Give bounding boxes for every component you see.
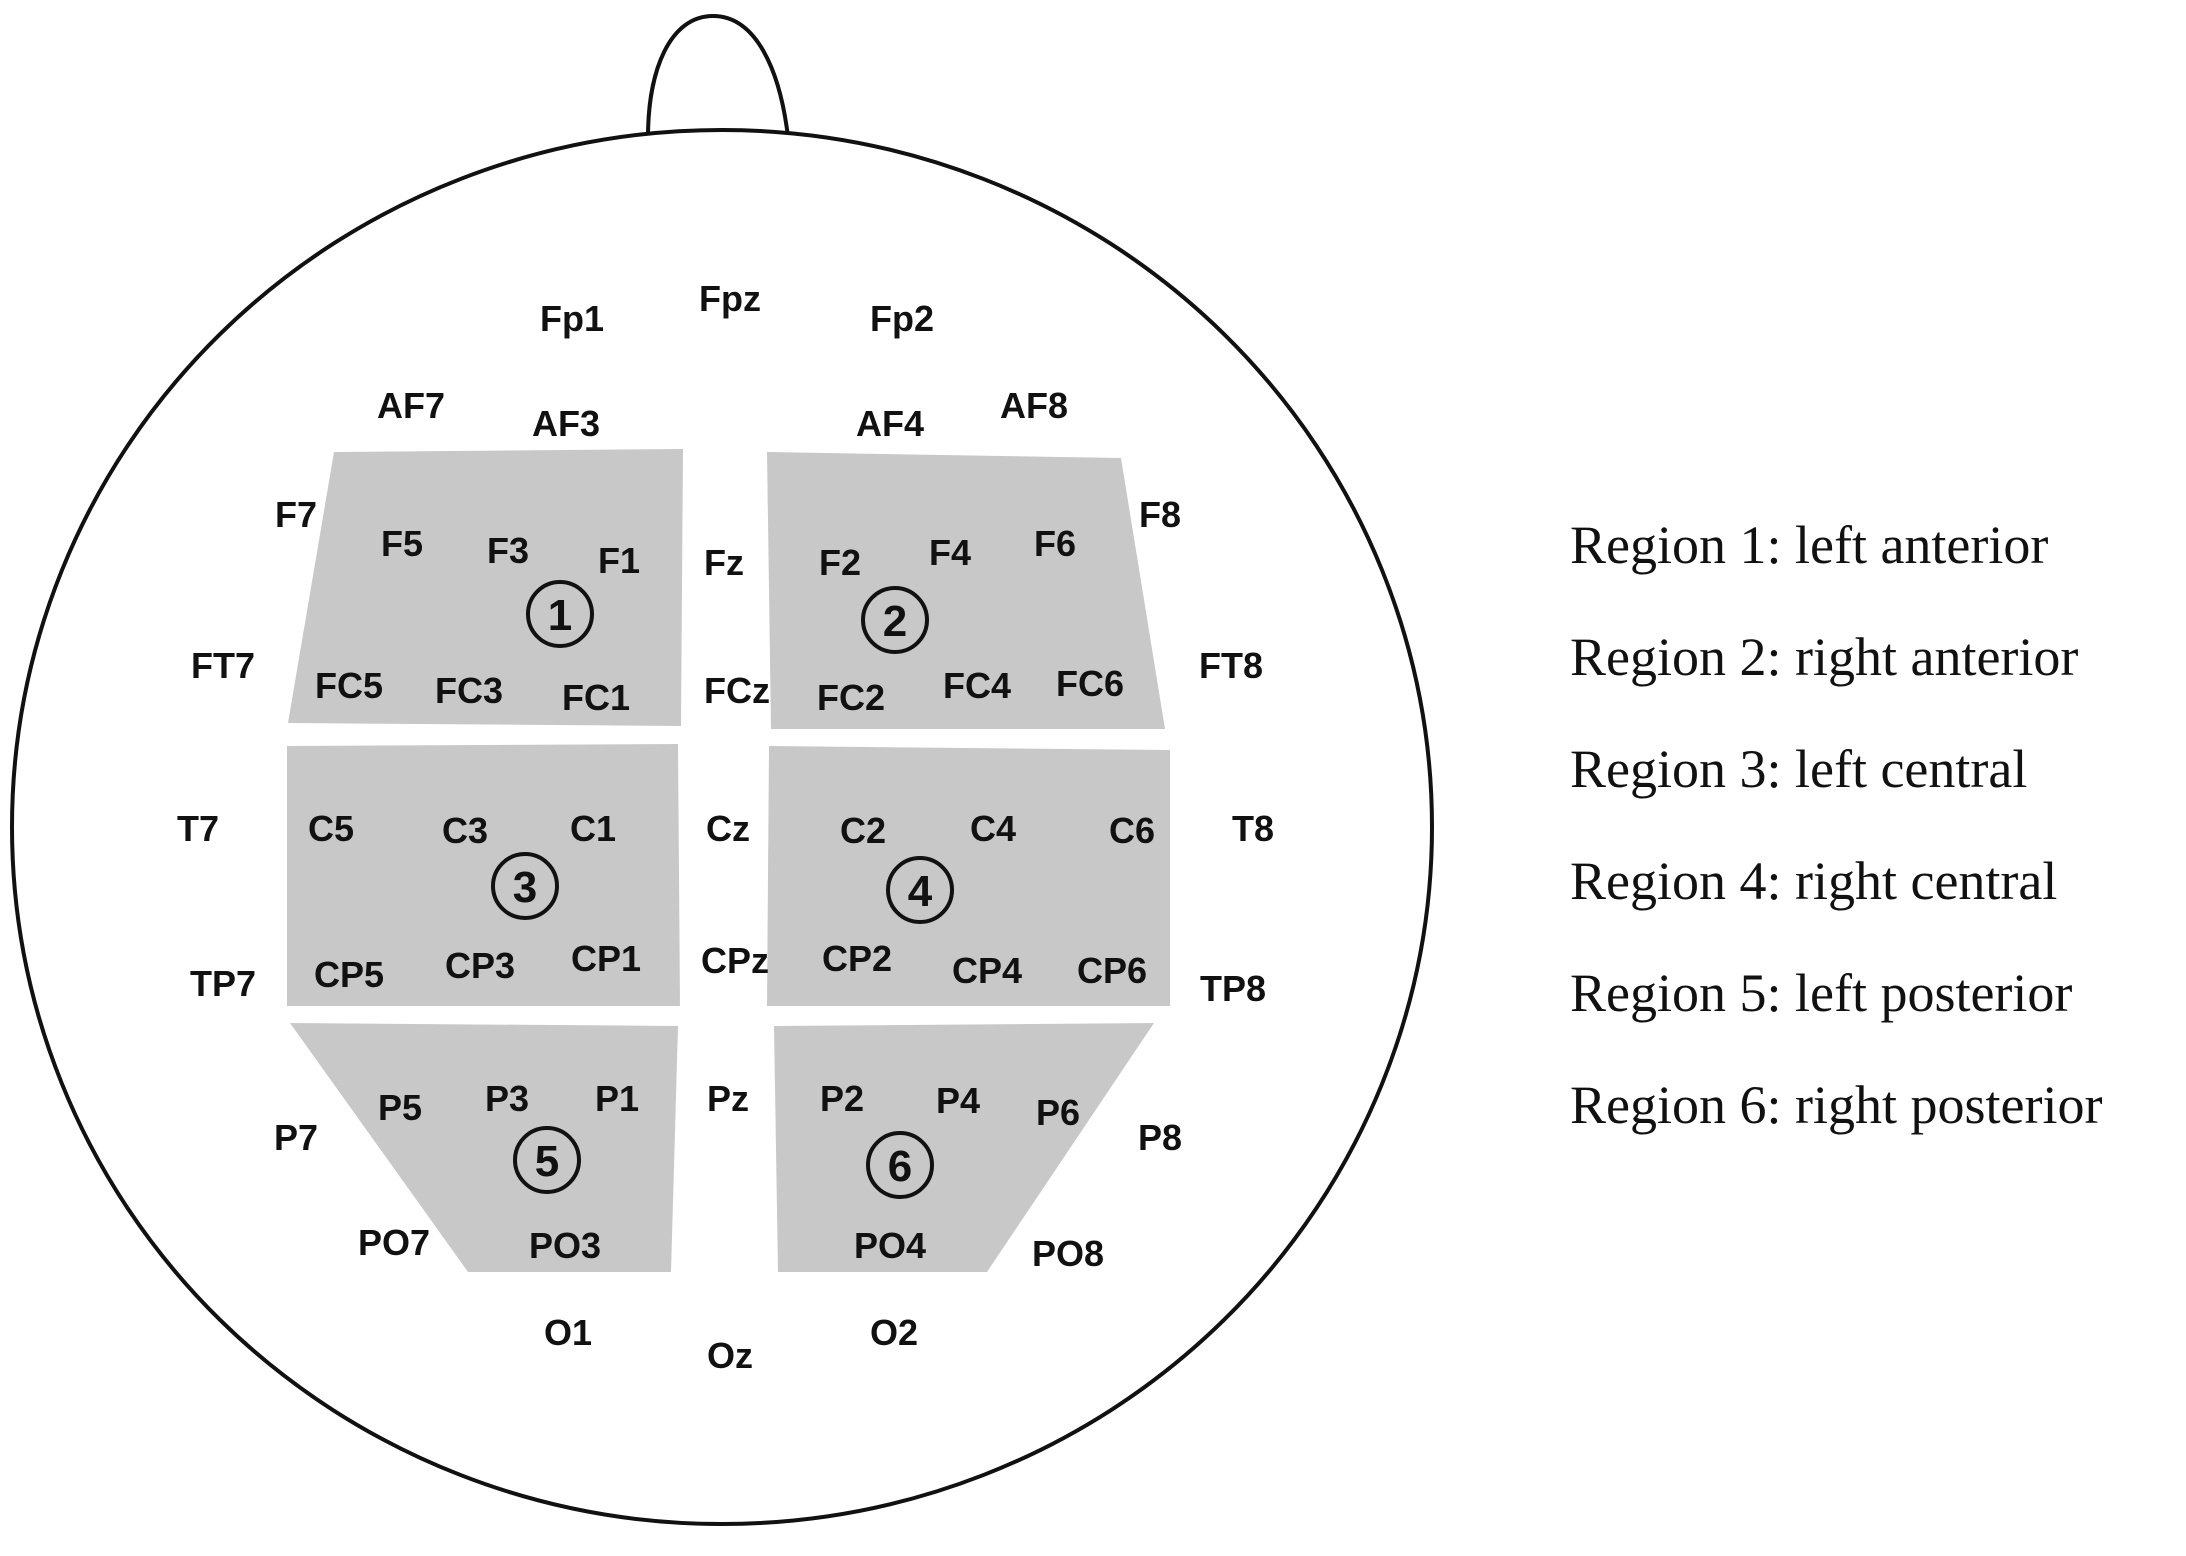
- nose-outline: [646, 13, 790, 138]
- electrode-label-cp4: CP4: [952, 950, 1022, 991]
- electrode-label-f6: F6: [1034, 523, 1076, 564]
- electrode-label-po7: PO7: [358, 1222, 430, 1263]
- electrode-label-c2: C2: [840, 810, 886, 851]
- electrode-label-p8: P8: [1138, 1117, 1182, 1158]
- region-2-shape: [767, 452, 1165, 729]
- electrode-label-fc6: FC6: [1056, 663, 1124, 704]
- electrode-label-o1: O1: [544, 1312, 592, 1353]
- electrode-label-t7: T7: [177, 808, 219, 849]
- electrode-label-c5: C5: [308, 808, 354, 849]
- region-5-shape: [290, 1023, 678, 1272]
- electrode-label-cz: Cz: [706, 808, 750, 849]
- electrode-label-p5: P5: [378, 1087, 422, 1128]
- electrode-label-fcz: FCz: [704, 670, 770, 711]
- electrode-label-p4: P4: [936, 1080, 980, 1121]
- electrode-label-fc1: FC1: [562, 677, 630, 718]
- electrode-label-cp1: CP1: [571, 938, 641, 979]
- electrode-label-fp2: Fp2: [870, 298, 934, 339]
- electrode-label-o2: O2: [870, 1312, 918, 1353]
- electrode-label-f4: F4: [929, 532, 971, 573]
- electrode-label-fz: Fz: [704, 542, 744, 583]
- region-5-marker: [513, 1126, 581, 1194]
- region-5-number: 5: [535, 1137, 559, 1186]
- electrode-label-tp7: TP7: [190, 963, 256, 1004]
- region-2-marker: [861, 586, 929, 654]
- electrode-label-ft7: FT7: [191, 645, 255, 686]
- electrode-label-fpz: Fpz: [699, 278, 761, 319]
- electrode-label-af7: AF7: [377, 385, 445, 426]
- region-3-number: 3: [513, 863, 537, 912]
- electrode-label-t8: T8: [1232, 808, 1274, 849]
- electrode-label-po8: PO8: [1032, 1233, 1104, 1274]
- electrode-label-po4: PO4: [854, 1225, 926, 1266]
- electrode-label-po3: PO3: [529, 1225, 601, 1266]
- electrode-label-af3: AF3: [532, 403, 600, 444]
- electrode-label-c4: C4: [970, 808, 1016, 849]
- electrode-label-f8: F8: [1139, 494, 1181, 535]
- electrode-label-af4: AF4: [856, 403, 924, 444]
- electrode-label-cp2: CP2: [822, 938, 892, 979]
- electrode-label-fc4: FC4: [943, 665, 1011, 706]
- electrode-label-oz: Oz: [707, 1335, 753, 1376]
- region-4-shape: [767, 746, 1170, 1006]
- region-1-shape: [288, 449, 683, 726]
- electrode-label-fc3: FC3: [435, 670, 503, 711]
- region-1-marker: [526, 580, 594, 648]
- region-4-marker: [886, 856, 954, 924]
- electrode-label-f2: F2: [819, 542, 861, 583]
- electrode-label-p7: P7: [274, 1117, 318, 1158]
- region-6-shape: [774, 1023, 1154, 1272]
- legend-item-region-4: Region 4: right central: [1570, 851, 2058, 911]
- legend-item-region-3: Region 3: left central: [1570, 739, 2028, 799]
- legend-item-region-6: Region 6: right posterior: [1570, 1075, 2103, 1135]
- electrode-label-p3: P3: [485, 1078, 529, 1119]
- electrode-label-c3: C3: [442, 810, 488, 851]
- region-3-shape: [287, 744, 680, 1006]
- legend-item-region-5: Region 5: left posterior: [1570, 963, 2073, 1023]
- electrode-label-p1: P1: [595, 1078, 639, 1119]
- electrode-label-pz: Pz: [707, 1078, 749, 1119]
- electrode-label-tp8: TP8: [1200, 968, 1266, 1009]
- region-1-number: 1: [548, 591, 572, 640]
- electrode-label-ft8: FT8: [1199, 645, 1263, 686]
- region-4-number: 4: [908, 867, 933, 916]
- electrode-label-fc2: FC2: [817, 677, 885, 718]
- electrode-label-f7: F7: [275, 494, 317, 535]
- region-2-number: 2: [883, 597, 907, 646]
- electrode-label-p2: P2: [820, 1078, 864, 1119]
- electrode-label-f3: F3: [487, 530, 529, 571]
- electrode-label-fc5: FC5: [315, 665, 383, 706]
- legend-item-region-2: Region 2: right anterior: [1570, 627, 2079, 687]
- electrode-label-fp1: Fp1: [540, 298, 604, 339]
- electrode-label-f5: F5: [381, 523, 423, 564]
- region-6-number: 6: [888, 1142, 912, 1191]
- electrode-label-cp5: CP5: [314, 954, 384, 995]
- region-6-marker: [866, 1131, 934, 1199]
- legend-item-region-1: Region 1: left anterior: [1570, 515, 2049, 575]
- electrode-label-c1: C1: [570, 808, 616, 849]
- electrode-label-af8: AF8: [1000, 385, 1068, 426]
- electrode-label-p6: P6: [1036, 1092, 1080, 1133]
- region-legend: Region 1: left anterior Region 2: right …: [1570, 505, 2180, 1177]
- electrode-label-cp6: CP6: [1077, 950, 1147, 991]
- region-3-marker: [491, 852, 559, 920]
- electrode-label-c6: C6: [1109, 810, 1155, 851]
- electrode-label-cp3: CP3: [445, 945, 515, 986]
- electrode-label-cpz: CPz: [701, 940, 769, 981]
- electrode-label-f1: F1: [598, 540, 640, 581]
